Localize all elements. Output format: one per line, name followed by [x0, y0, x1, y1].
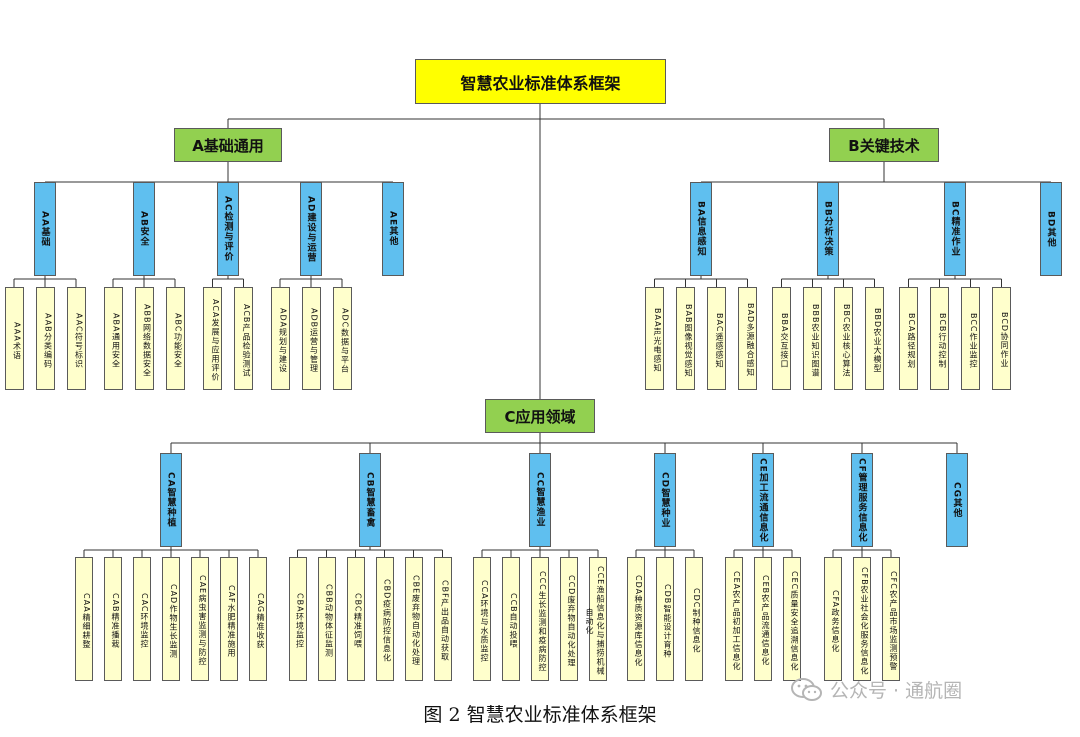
subcategory-node: CE加工流通信息化 — [752, 453, 774, 547]
standard-leaf-node: BBB农业知识图谱 — [803, 287, 822, 390]
standard-leaf-node: CBF产出品自动获取 — [433, 557, 452, 681]
standard-leaf-node: ADA规划与建设 — [270, 287, 290, 390]
watermark: 公众号 · 通航圈 — [790, 676, 962, 703]
subcategory-node: BB分析决策 — [817, 182, 839, 276]
standard-leaf-node: ABC功能安全 — [165, 287, 185, 390]
standard-leaf-node: BCB行动控制 — [930, 287, 949, 390]
standard-leaf-node: BAB图像视觉感知 — [676, 287, 695, 390]
standard-leaf-node: CBB动物体征监测 — [317, 557, 336, 681]
subcategory-node: CG其他 — [946, 453, 968, 547]
subcategory-node: CF管理服务信息化 — [851, 453, 873, 547]
standard-leaf-node: CDB智能设计育种 — [656, 557, 674, 681]
subcategory-node: BC精准作业 — [944, 182, 966, 276]
root-node: 智慧农业标准体系框架 — [415, 59, 666, 104]
standard-leaf-node: AAC符号标识 — [66, 287, 86, 390]
standard-leaf-node: CAD作物生长监测 — [162, 557, 180, 681]
standard-leaf-node: BBA交互接口 — [772, 287, 791, 390]
standard-leaf-node: BBD农业大模型 — [865, 287, 884, 390]
standard-leaf-node: CBA环境监控 — [288, 557, 307, 681]
subcategory-node: AE其他 — [382, 182, 404, 276]
standard-leaf-node: CBC精准饲喂 — [346, 557, 365, 681]
subcategory-node: CA智慧种植 — [160, 453, 182, 547]
standard-leaf-node: CBE废弃物自动化处理 — [404, 557, 423, 681]
standard-leaf-node: ACA发展与应用评价 — [203, 287, 222, 390]
standard-leaf-node: CBD疫病防控信息化 — [375, 557, 394, 681]
figure-caption: 图 2 智慧农业标准体系框架 — [423, 704, 657, 726]
category-node-b: B关键技术 — [829, 128, 939, 162]
standard-leaf-node: CFB农业社会化服务信息化 — [853, 557, 871, 681]
standard-leaf-node: CAF水肥精准施用 — [220, 557, 238, 681]
standard-leaf-node: CCD废弃物自动化处理 — [560, 557, 578, 681]
subcategory-node: AB安全 — [133, 182, 155, 276]
standard-leaf-node: CCB自动投喂 — [502, 557, 520, 681]
standard-leaf-node: CCE渔船信息化与捕捞机械自动化 — [585, 557, 607, 681]
standard-leaf-node: CAA精细耕整 — [75, 557, 93, 681]
standard-leaf-node: CCA环境与水质监控 — [473, 557, 491, 681]
subcategory-node: CD智慧种业 — [654, 453, 676, 547]
standard-leaf-node: CFA政务信息化 — [824, 557, 842, 681]
subcategory-node: BA信息感知 — [690, 182, 712, 276]
standard-leaf-node: CDA种质资源库信息化 — [627, 557, 645, 681]
standard-leaf-node: ABA通用安全 — [103, 287, 123, 390]
subcategory-node: CB智慧畜禽 — [359, 453, 381, 547]
standard-leaf-node: AAA术语 — [4, 287, 24, 390]
standard-leaf-node: BCA路径规划 — [899, 287, 918, 390]
standard-leaf-node: CAE病虫害监测与防控 — [191, 557, 209, 681]
watermark-text: 公众号 · 通航圈 — [830, 680, 963, 702]
standard-leaf-node: CAB精准播栽 — [104, 557, 122, 681]
standard-leaf-node: CAG精准收获 — [249, 557, 267, 681]
standard-leaf-node: BAD多源融合感知 — [738, 287, 757, 390]
standard-leaf-node: ADB运营与管理 — [301, 287, 321, 390]
subcategory-node: BD其他 — [1040, 182, 1062, 276]
standard-leaf-node: CCC生长监测和疫病防控 — [531, 557, 549, 681]
standard-leaf-node: CEC质量安全追溯信息化 — [783, 557, 801, 681]
category-node-c: C应用领域 — [485, 399, 595, 433]
standard-leaf-node: CAC环境监控 — [133, 557, 151, 681]
standard-leaf-node: CDC制种信息化 — [685, 557, 703, 681]
standard-leaf-node: BAC遥感感知 — [707, 287, 726, 390]
wechat-icon — [791, 677, 822, 701]
standard-leaf-node: ADC数据与平台 — [332, 287, 352, 390]
subcategory-node: AA基础 — [34, 182, 56, 276]
category-node-a: A基础通用 — [174, 128, 282, 162]
standard-leaf-node: ACB产品检验测试 — [234, 287, 253, 390]
subcategory-node: CC智慧渔业 — [529, 453, 551, 547]
subcategory-node: AC检测与评价 — [217, 182, 239, 276]
standard-leaf-node: CFC农产品市场监测预警 — [882, 557, 900, 681]
standard-leaf-node: BAA声光电感知 — [645, 287, 664, 390]
standard-leaf-node: BCD协同作业 — [992, 287, 1011, 390]
standard-leaf-node: AAB分类编码 — [35, 287, 55, 390]
standard-leaf-node: CEA农产品初加工信息化 — [725, 557, 743, 681]
subcategory-node: AD建设与运营 — [300, 182, 322, 276]
standard-leaf-node: BCC作业监控 — [961, 287, 980, 390]
standard-leaf-node: CEB农产品流通信息化 — [754, 557, 772, 681]
standard-leaf-node: ABB网络数据安全 — [134, 287, 154, 390]
standard-leaf-node: BBC农业核心算法 — [834, 287, 853, 390]
